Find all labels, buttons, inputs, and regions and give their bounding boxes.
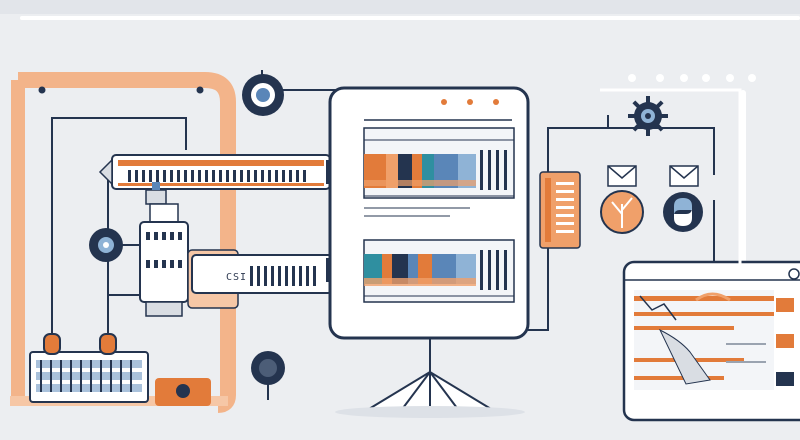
upper-module-bar xyxy=(98,154,366,190)
lower-data-panel xyxy=(363,239,515,303)
server-rack xyxy=(29,333,149,403)
orange-vertical-card xyxy=(539,171,581,249)
envelope-icon xyxy=(607,165,699,187)
gear-icon xyxy=(628,96,668,136)
stand-shadow xyxy=(335,406,525,418)
bottom-node-icon xyxy=(251,351,285,385)
lower-module-label: CSI xyxy=(226,272,247,283)
python-logo-icon xyxy=(663,192,703,232)
connector-device xyxy=(139,182,189,317)
tree-icon xyxy=(600,190,644,234)
decorative-dots xyxy=(628,74,756,82)
bottom-orange-block xyxy=(155,378,211,406)
chart-panel xyxy=(622,260,800,422)
upper-data-panel xyxy=(363,127,515,217)
faint-right-panel xyxy=(600,88,742,270)
cpu-node-icon xyxy=(89,228,123,262)
chip-icon xyxy=(242,74,284,116)
top-stripe xyxy=(20,16,800,20)
top-band xyxy=(0,0,800,14)
